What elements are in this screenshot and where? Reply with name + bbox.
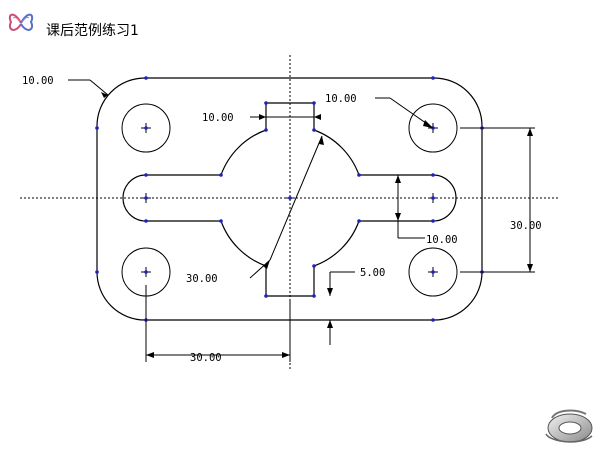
dim-circle-radius: 30.00 [186,273,218,285]
dim-hole-corner: 10.00 [325,93,357,105]
dim-slot-depth: 5.00 [360,267,385,279]
dim-hole-spacing-y: 30.00 [510,220,542,232]
dim-slot-width: 10.00 [202,112,234,124]
dim-hole-spacing-x: 30.00 [190,352,222,364]
dimension-lines [68,79,535,362]
butterfly-logo-icon [8,13,34,31]
dim-right-slot: 10.00 [426,234,458,246]
vertex-dots [95,76,484,322]
hole-bottom-right [408,247,458,297]
ring-logo-icon [545,409,593,443]
hole-top-right [408,103,458,153]
dim-corner-radius: 10.00 [22,75,54,87]
slide-title: 课后范例练习1 [46,23,139,39]
arrowheads [101,92,533,358]
hole-top-left [121,103,171,153]
